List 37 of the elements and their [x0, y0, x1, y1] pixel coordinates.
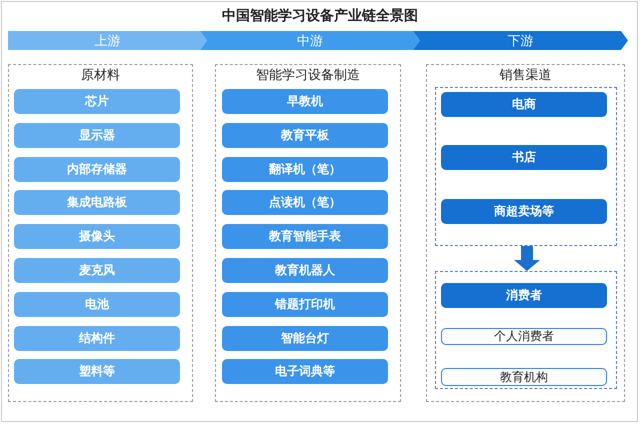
material-box: 内部存储器: [14, 157, 180, 182]
block-arrow: [514, 246, 540, 271]
material-box: 麦克风: [14, 258, 180, 283]
dashed-group-frame: [435, 87, 617, 246]
dashed-panel: [8, 64, 193, 402]
dashed-panel: [215, 64, 401, 402]
channel-box: 书店: [441, 145, 607, 170]
material-box: 塑料等: [14, 359, 180, 384]
material-box: 结构件: [14, 326, 180, 351]
product-box: 智能台灯: [222, 326, 388, 351]
stage-banner: 中游: [200, 31, 420, 50]
channel-box: 商超卖场等: [441, 199, 607, 224]
product-box: 早教机: [222, 89, 388, 114]
diagram-title: 中国智能学习设备产业链全景图: [221, 7, 419, 25]
product-box: 教育机器人: [222, 258, 388, 283]
material-box: 芯片: [14, 89, 180, 114]
consumer-type-box: 教育机构: [441, 368, 607, 386]
product-box: 翻译机（笔）: [222, 157, 388, 182]
product-box: 电子词典等: [222, 359, 388, 384]
panel-heading: 原材料: [80, 67, 121, 84]
consumer-box: 消费者: [441, 283, 607, 308]
material-box: 显示器: [14, 123, 180, 148]
product-box: 错题打印机: [222, 292, 388, 317]
product-box: 教育平板: [222, 123, 388, 148]
panel-heading: 智能学习设备制造: [255, 67, 361, 84]
material-box: 电池: [14, 292, 180, 317]
channel-box: 电商: [441, 92, 607, 117]
product-box: 教育智能手表: [222, 224, 388, 249]
dashed-group-frame: [435, 271, 617, 389]
dashed-panel: [426, 64, 625, 402]
panel-heading: 销售渠道: [498, 67, 552, 84]
stage-banner: 下游: [413, 31, 628, 50]
material-box: 集成电路板: [14, 190, 180, 215]
product-box: 点读机（笔）: [222, 190, 388, 215]
consumer-type-box: 个人消费者: [441, 328, 607, 345]
material-box: 摄像头: [14, 224, 180, 249]
stage-banner: 上游: [8, 31, 207, 50]
